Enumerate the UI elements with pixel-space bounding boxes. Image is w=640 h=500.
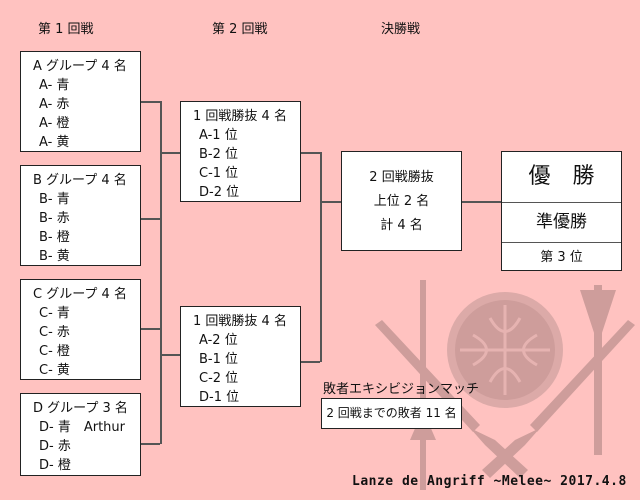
seed: D-1 位: [199, 390, 240, 405]
group-title: A グループ 4 名: [33, 59, 127, 74]
member: D- 赤: [39, 439, 71, 454]
group-b-box: B グループ 4 名 B- 青 B- 赤 B- 橙 B- 黄: [20, 165, 141, 266]
final-line: 上位 2 名: [373, 194, 430, 209]
member: B- 黄: [39, 249, 70, 264]
member: B- 橙: [39, 230, 70, 245]
group-title: C グループ 4 名: [33, 287, 127, 302]
member: C- 青: [39, 306, 70, 321]
member: D- 青 Arthur: [39, 420, 125, 435]
seed: D-2 位: [199, 185, 240, 200]
seed: A-1 位: [199, 128, 238, 143]
group-title: B グループ 4 名: [33, 173, 127, 188]
round2-box-2: 1 回戦勝抜 4 名 A-2 位 B-1 位 C-2 位 D-1 位: [180, 306, 301, 407]
seed: A-2 位: [199, 333, 238, 348]
event-signature: Lanze de Angriff ~Melee~ 2017.4.8: [352, 474, 627, 489]
group-c-box: C グループ 4 名 C- 青 C- 赤 C- 橙 C- 黄: [20, 279, 141, 380]
group-a-box: A グループ 4 名 A- 青 A- 赤 A- 橙 A- 黄: [20, 51, 141, 152]
results-box: 優 勝 準優勝 第 3 位: [501, 151, 622, 271]
member: B- 赤: [39, 211, 70, 226]
runner-up-label: 準優勝: [502, 203, 621, 243]
seed: B-2 位: [199, 147, 239, 162]
group-title: D グループ 3 名: [33, 401, 128, 416]
member: C- 橙: [39, 344, 70, 359]
seed: C-1 位: [199, 166, 239, 181]
seed: B-1 位: [199, 352, 239, 367]
exhibition-label: 敗者エキシビジョンマッチ: [323, 382, 480, 397]
round2-title: 1 回戦勝抜 4 名: [193, 109, 287, 124]
final-line: 計 4 名: [380, 218, 423, 233]
third-place-label: 第 3 位: [540, 250, 583, 265]
member: B- 青: [39, 192, 70, 207]
member: A- 橙: [39, 116, 70, 131]
member: D- 橙: [39, 458, 71, 473]
exhibition-box: 2 回戦までの敗者 11 名: [321, 398, 462, 429]
member: A- 黄: [39, 135, 70, 150]
member: C- 赤: [39, 325, 70, 340]
member: C- 黄: [39, 363, 70, 378]
seed: C-2 位: [199, 371, 239, 386]
round2-box-1: 1 回戦勝抜 4 名 A-1 位 B-2 位 C-1 位 D-2 位: [180, 101, 301, 202]
member: A- 赤: [39, 97, 70, 112]
winner-label: 優 勝: [502, 152, 621, 203]
final-box: 2 回戦勝抜 上位 2 名 計 4 名: [341, 151, 462, 251]
final-line: 2 回戦勝抜: [369, 170, 434, 185]
header-round2: 第 2 回戦: [212, 22, 268, 37]
member: A- 青: [39, 78, 70, 93]
header-final: 決勝戦: [381, 22, 421, 37]
round2-title: 1 回戦勝抜 4 名: [193, 314, 287, 329]
group-d-box: D グループ 3 名 D- 青 Arthur D- 赤 D- 橙: [20, 393, 141, 476]
header-round1: 第 1 回戦: [38, 22, 94, 37]
